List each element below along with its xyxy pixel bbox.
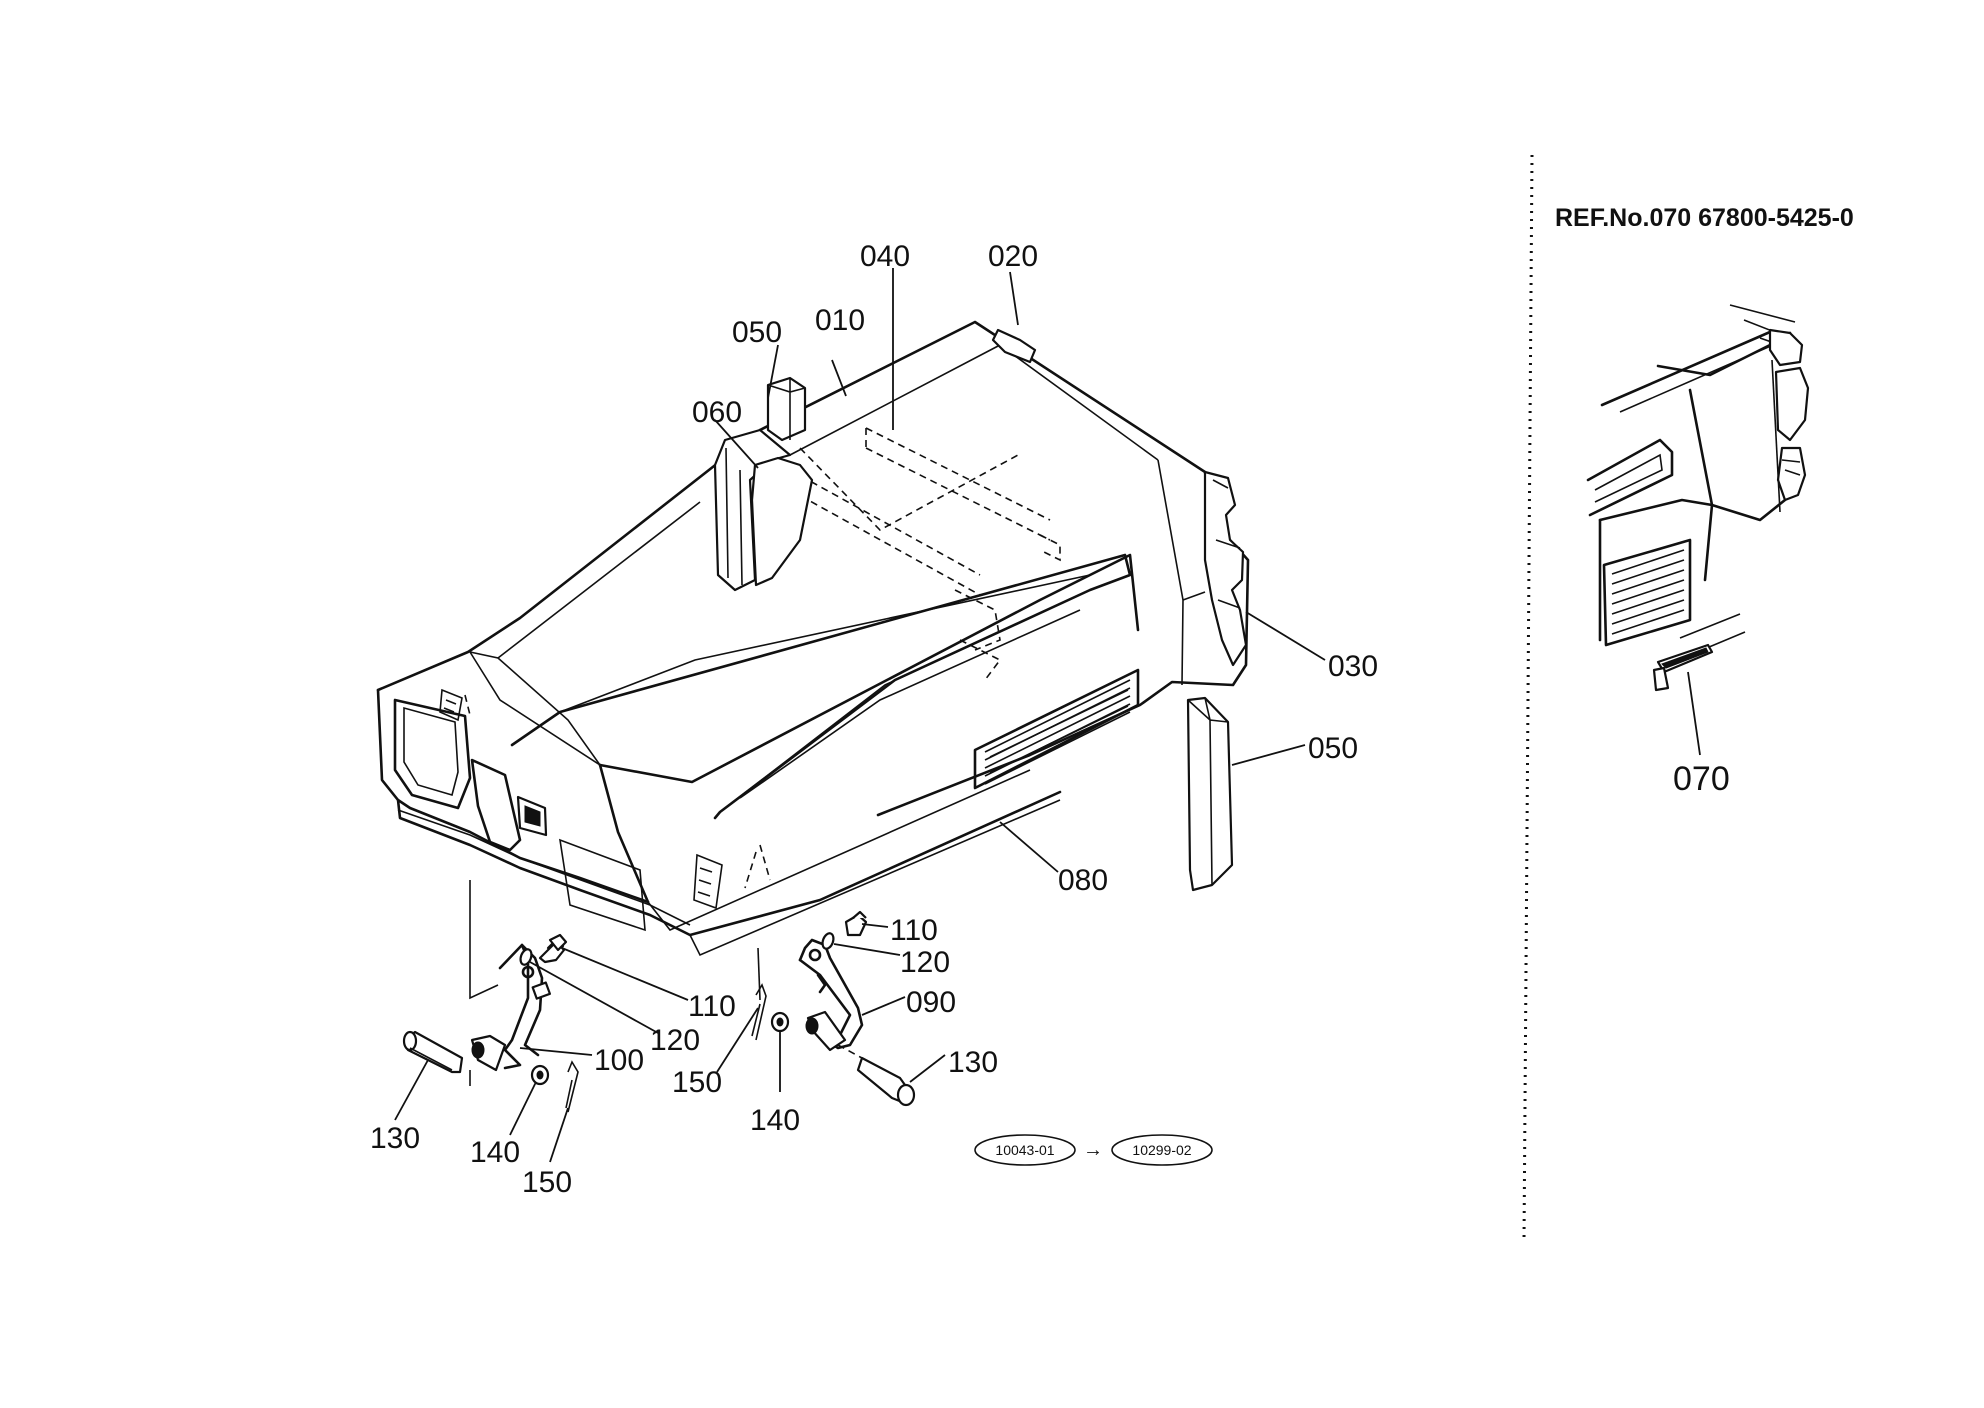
callout-150-left: 150 [522, 1166, 572, 1199]
callout-120-left: 120 [650, 1024, 700, 1057]
callout-110-left: 110 [688, 990, 736, 1023]
pad-050-top [766, 376, 807, 442]
callout-050-top: 050 [732, 316, 782, 349]
callout-090: 090 [906, 986, 956, 1019]
callout-labels: 040 020 050 010 060 030 050 080 110 120 … [370, 240, 1378, 1199]
hardware-right [751, 910, 916, 1107]
callout-060: 060 [692, 396, 742, 429]
callout-140-right: 140 [750, 1104, 800, 1137]
side-grille [973, 668, 1140, 790]
serial-from: 10043-01 [995, 1142, 1054, 1158]
callout-010: 010 [815, 304, 865, 337]
hardware-left [402, 880, 579, 1113]
right-arrow-icon: → [1083, 1139, 1103, 1161]
callout-130-left: 130 [370, 1122, 420, 1155]
callout-020: 020 [988, 240, 1038, 273]
callout-040: 040 [860, 240, 910, 273]
callout-110-right: 110 [890, 914, 938, 947]
pad-050-side [1186, 696, 1234, 892]
serial-change-note: 10043-01 → 10299-02 [974, 1134, 1213, 1166]
leader-lines [394, 268, 1326, 1163]
bonnet-drawing [376, 320, 1250, 957]
callout-050-side: 050 [1308, 732, 1358, 765]
callout-150-right: 150 [672, 1066, 722, 1099]
serial-to: 10299-02 [1132, 1142, 1191, 1158]
dotted-separator [1522, 154, 1534, 1241]
callout-080: 080 [1058, 864, 1108, 897]
seal-060 [713, 428, 814, 592]
callout-070: 070 [1673, 760, 1730, 798]
callout-140-left: 140 [470, 1136, 520, 1169]
callout-030: 030 [1328, 650, 1378, 683]
inset-detail-070 [1586, 304, 1810, 756]
ref-note: REF.No.070 67800-5425-0 [1555, 204, 1854, 232]
callout-100: 100 [594, 1044, 644, 1077]
callout-130-right: 130 [948, 1046, 998, 1079]
callout-120-right: 120 [900, 946, 950, 979]
